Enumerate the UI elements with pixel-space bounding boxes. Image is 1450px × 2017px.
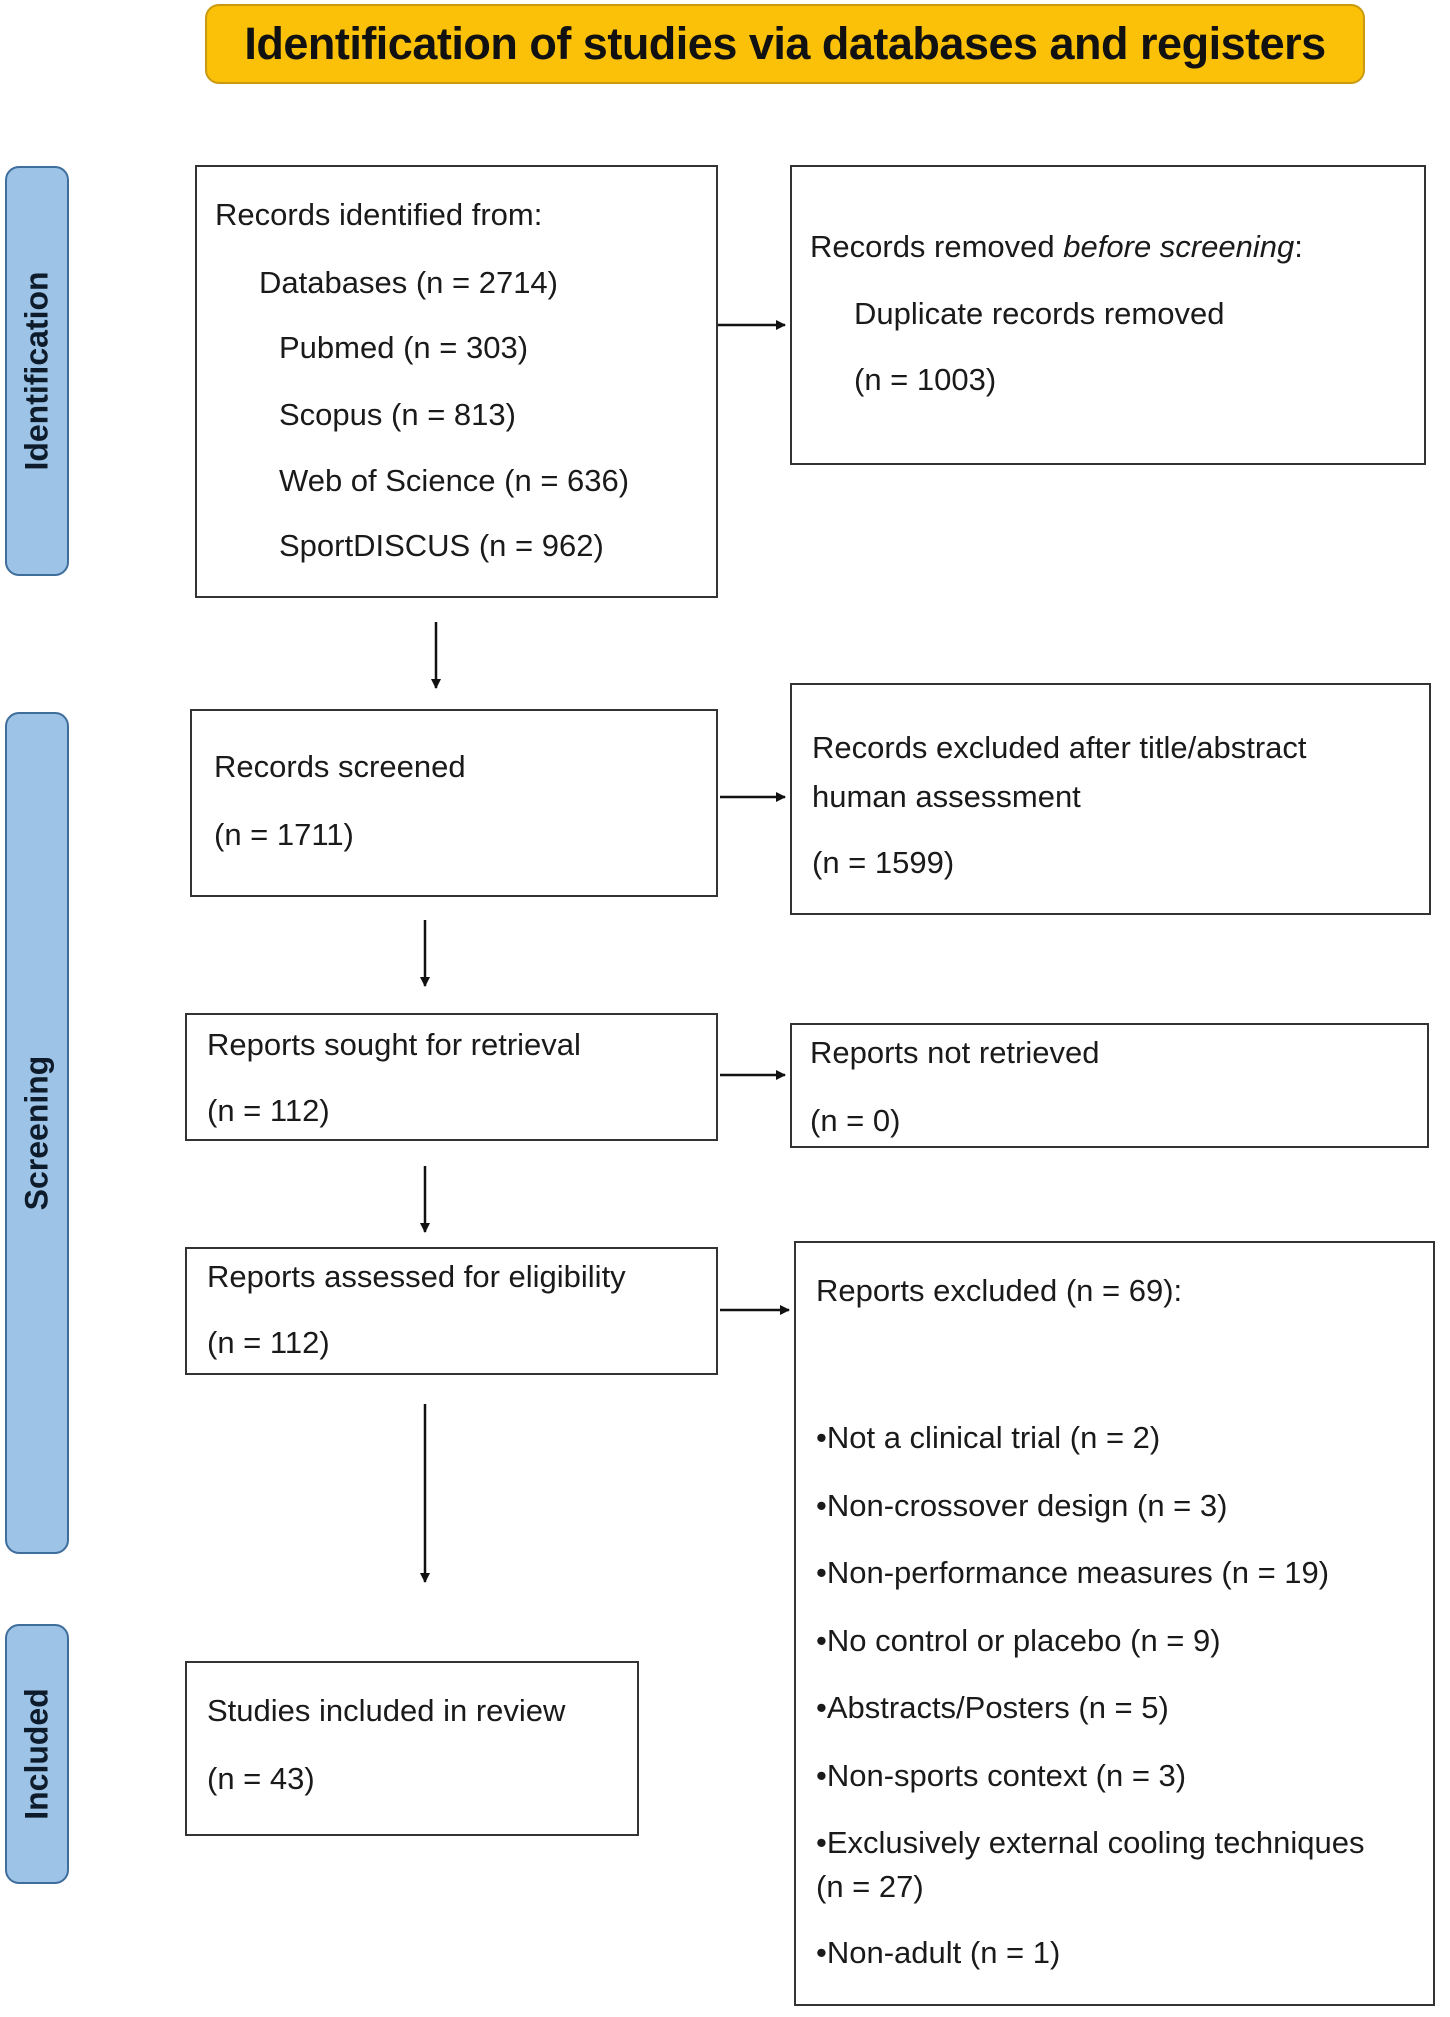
reports-sought-label: Reports sought for retrieval [207, 1027, 581, 1062]
exclusion-reason: •No control or placebo (n = 9) [816, 1623, 1221, 1658]
records-excluded-line1: Records excluded after title/abstract [812, 730, 1307, 765]
records-excluded-box: Records excluded after title/abstract hu… [790, 683, 1431, 915]
exclusion-reason: •Non-performance measures (n = 19) [816, 1555, 1330, 1590]
studies-included-count: (n = 43) [207, 1761, 315, 1796]
records-identified-box: Records identified from: Databases (n = … [195, 165, 718, 598]
records-removed-heading: Records removed before screening: [810, 229, 1303, 264]
sportdiscus-count: SportDISCUS (n = 962) [279, 528, 604, 563]
studies-included-box: Studies included in review (n = 43) [185, 1661, 639, 1836]
header-title: Identification of studies via databases … [244, 18, 1326, 69]
records-screened-count: (n = 1711) [214, 817, 354, 852]
phase-screening: Screening [5, 712, 69, 1554]
reports-sought-box: Reports sought for retrieval (n = 112) [185, 1013, 718, 1141]
exclusion-reason: •Non-adult (n = 1) [816, 1935, 1061, 1970]
records-screened-box: Records screened (n = 1711) [190, 709, 718, 897]
reports-assessed-count: (n = 112) [207, 1325, 330, 1360]
reports-assessed-box: Reports assessed for eligibility (n = 11… [185, 1247, 718, 1375]
records-identified-heading: Records identified from: [215, 197, 543, 232]
studies-included-label: Studies included in review [207, 1693, 566, 1728]
reports-sought-count: (n = 112) [207, 1093, 330, 1128]
exclusion-reason: •Not a clinical trial (n = 2) [816, 1420, 1161, 1455]
records-excluded-count: (n = 1599) [812, 845, 955, 880]
reports-not-retrieved-box: Reports not retrieved (n = 0) [790, 1023, 1429, 1148]
reports-assessed-label: Reports assessed for eligibility [207, 1259, 626, 1294]
databases-count: Databases (n = 2714) [259, 265, 558, 300]
pubmed-count: Pubmed (n = 303) [279, 330, 529, 365]
exclusion-reason: •Exclusively external cooling techniques [816, 1825, 1365, 1860]
duplicates-count: (n = 1003) [854, 362, 997, 397]
records-excluded-line2: human assessment [812, 779, 1081, 814]
reports-excluded-heading: Reports excluded (n = 69): [816, 1273, 1183, 1308]
exclusion-reason: •Non-crossover design (n = 3) [816, 1488, 1228, 1523]
phase-identification: Identification [5, 166, 69, 576]
duplicates-label: Duplicate records removed [854, 296, 1225, 331]
exclusion-reason: •Non-sports context (n = 3) [816, 1758, 1187, 1793]
phase-included: Included [5, 1624, 69, 1884]
wos-count: Web of Science (n = 636) [279, 463, 630, 498]
records-removed-box: Records removed before screening: Duplic… [790, 165, 1426, 465]
records-screened-label: Records screened [214, 749, 466, 784]
exclusion-reason: •Abstracts/Posters (n = 5) [816, 1690, 1169, 1725]
diagram-header: Identification of studies via databases … [205, 4, 1365, 84]
reports-not-retrieved-count: (n = 0) [810, 1103, 901, 1138]
reports-excluded-box: Reports excluded (n = 69): •Not a clinic… [794, 1241, 1435, 2006]
reports-not-retrieved-label: Reports not retrieved [810, 1035, 1100, 1070]
scopus-count: Scopus (n = 813) [279, 397, 516, 432]
exclusion-reason-continued: (n = 27) [816, 1869, 924, 1904]
